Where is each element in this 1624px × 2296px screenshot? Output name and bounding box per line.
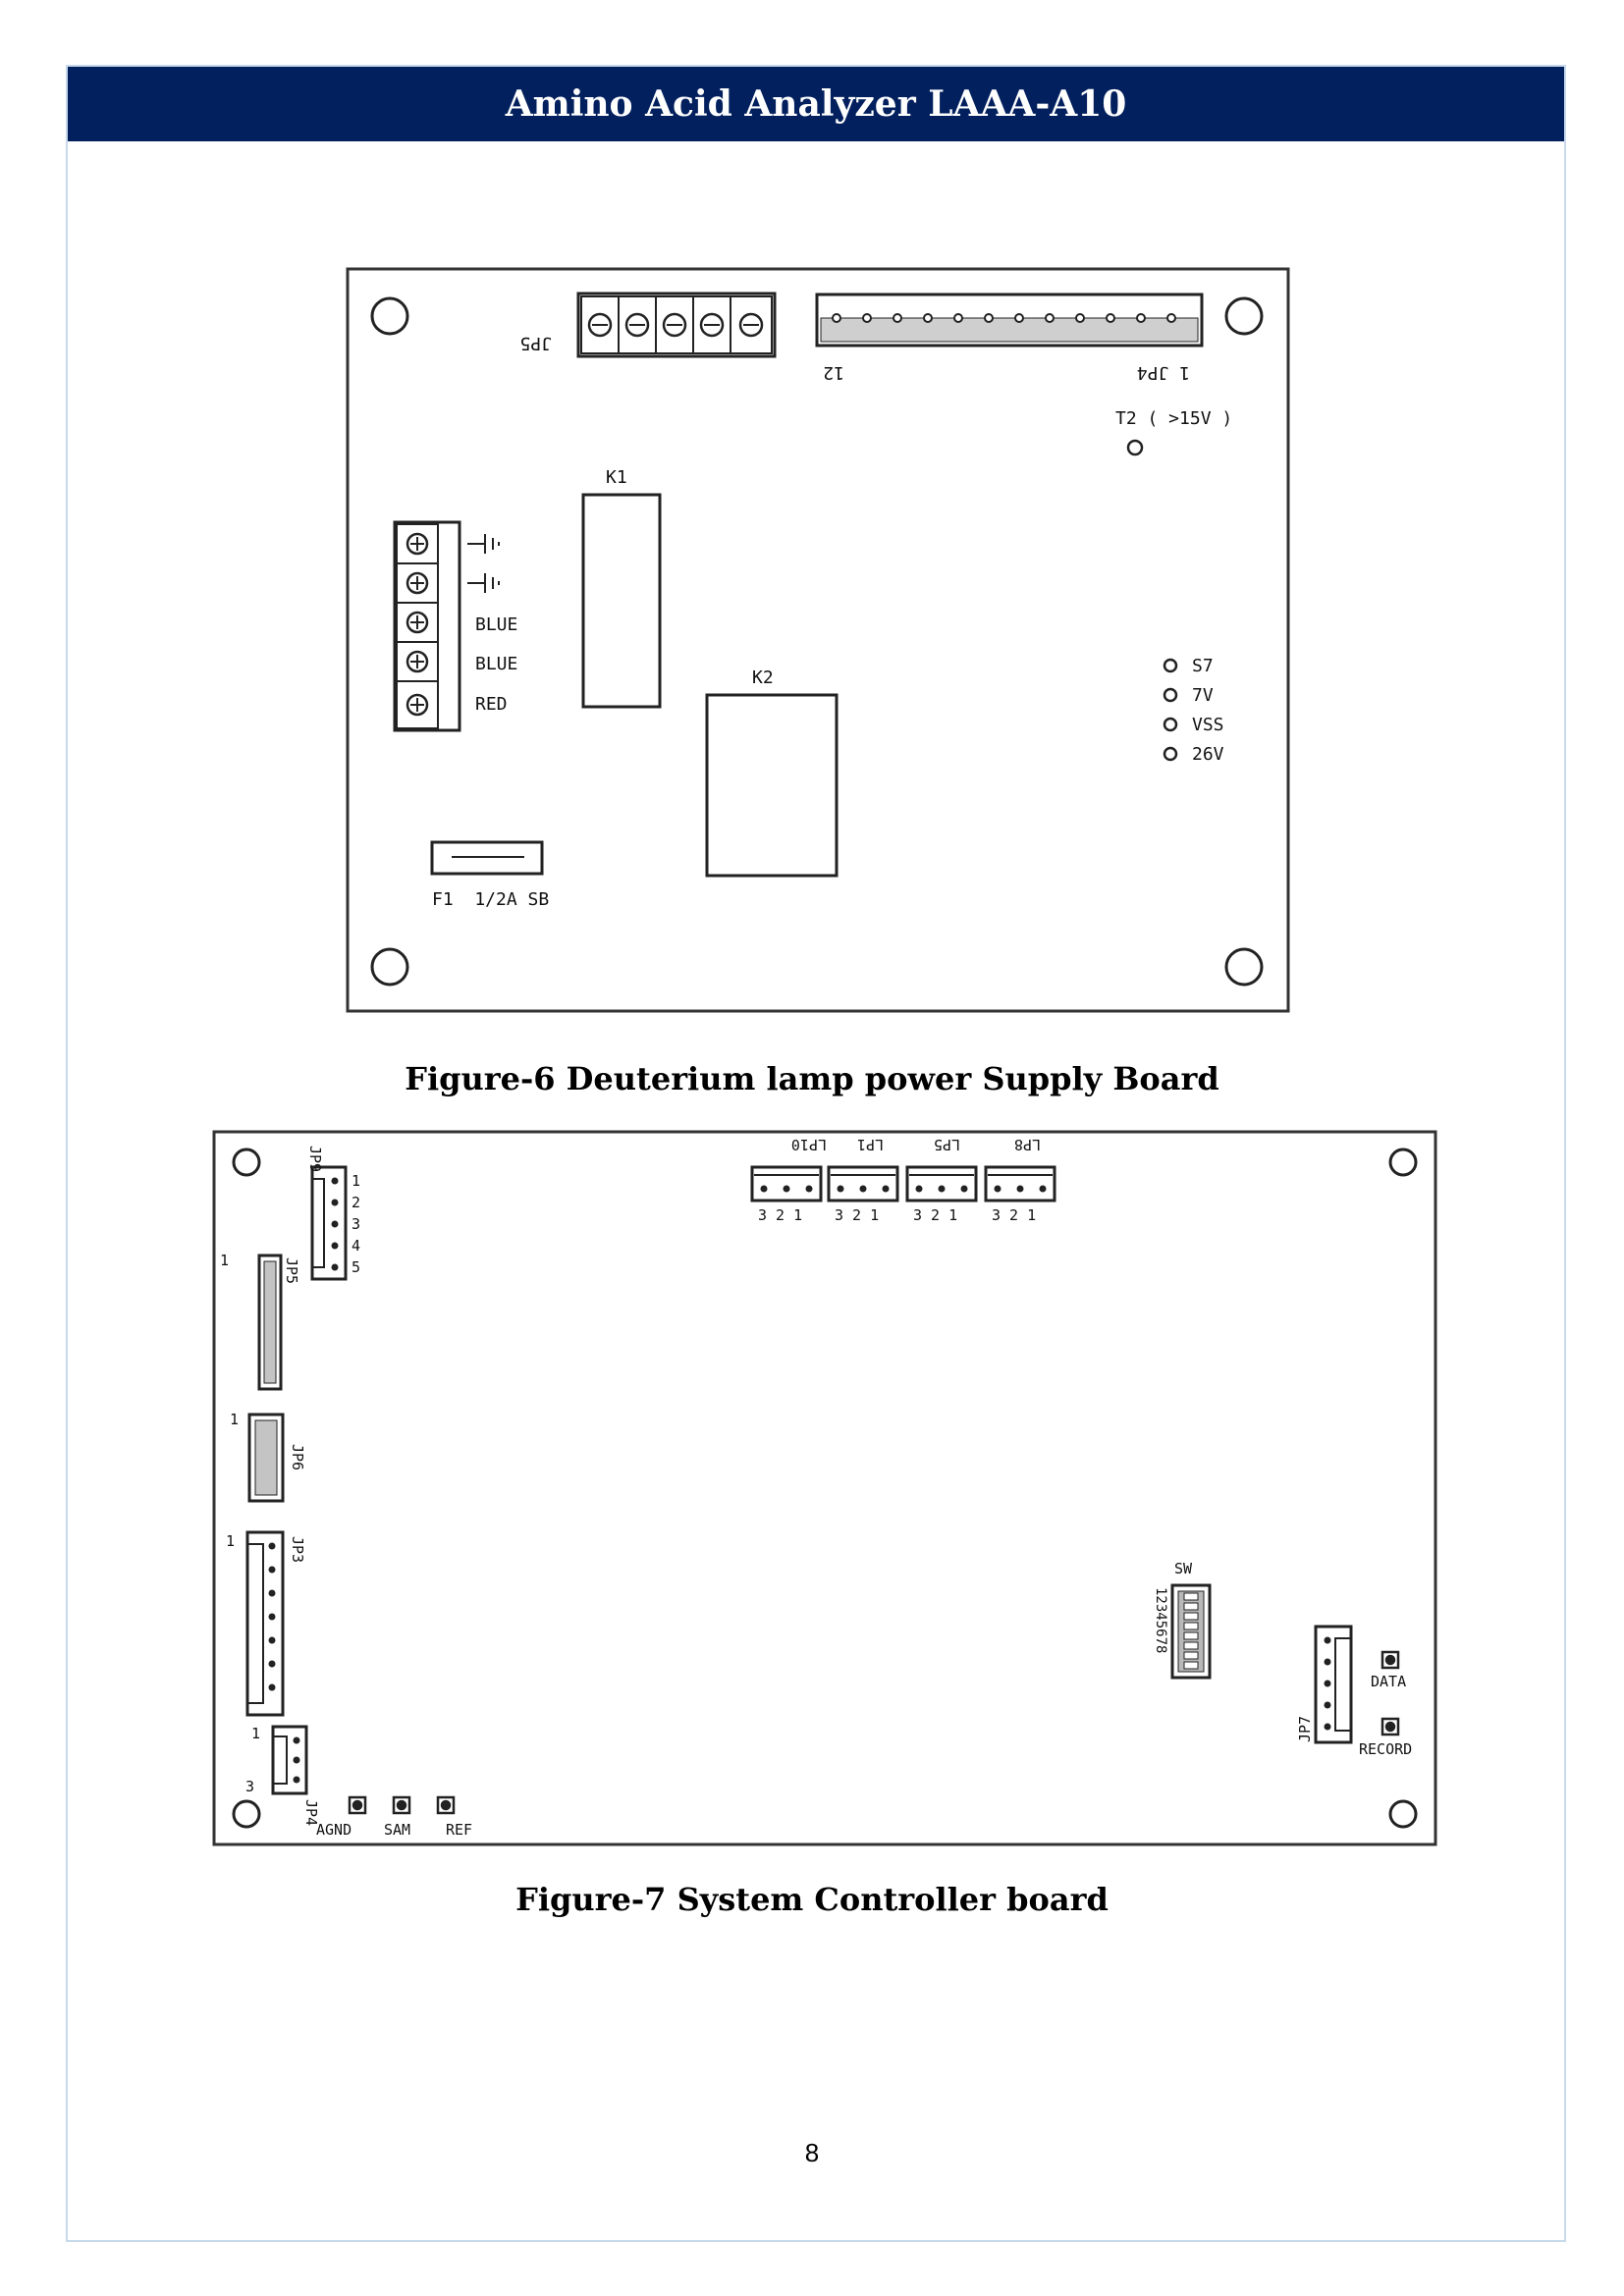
26v-test-point	[1163, 746, 1178, 762]
lamp-symbol-icon	[467, 534, 500, 554]
agnd-test-point	[348, 1795, 367, 1815]
page-number: 8	[804, 2138, 820, 2167]
lp1-connector	[827, 1165, 899, 1202]
k1-relay	[581, 493, 662, 709]
jp9-pin-4: 4	[352, 1237, 360, 1255]
s7-test-point	[1163, 658, 1178, 673]
lp10-pin-labels: 3 2 1	[758, 1206, 802, 1224]
data-test-point	[1380, 1650, 1400, 1670]
system-controller-board-diagram: JP9 1 2 3 4 5 1 JP5 1 JP6 1 JP3 1 3	[212, 1130, 1437, 1848]
jp9-label: JP9	[306, 1146, 324, 1172]
mounting-hole	[370, 296, 409, 336]
jp4-label: JP4	[302, 1799, 320, 1826]
jp9-pin-5: 5	[352, 1258, 360, 1276]
jp9-pin-3: 3	[352, 1215, 360, 1233]
jp9-pin-1: 1	[352, 1172, 360, 1190]
7v-test-point	[1163, 687, 1178, 703]
power-terminal-block	[393, 520, 461, 732]
page-border	[66, 65, 1566, 2242]
mounting-hole	[1388, 1799, 1418, 1829]
record-test-point	[1380, 1717, 1400, 1736]
fuse-label: F1 1/2A SB	[432, 889, 549, 910]
jp9-connector	[310, 1165, 348, 1281]
lamp-symbol-icon	[467, 573, 500, 593]
jp5-label: JP5	[519, 333, 552, 353]
mounting-hole	[1224, 947, 1264, 987]
jp9-pin-2: 2	[352, 1194, 360, 1211]
jp4-pin3-label: 3	[245, 1778, 254, 1795]
lp5-pin-labels: 3 2 1	[913, 1206, 957, 1224]
deuterium-lamp-board-diagram: JP5 12 1 JP4 T2 ( >15V ) K1 K2	[346, 267, 1292, 1015]
mounting-hole	[232, 1148, 261, 1177]
agnd-label: AGND	[316, 1821, 352, 1839]
jp6-pin1-label: 1	[230, 1411, 239, 1428]
record-label: RECORD	[1359, 1740, 1412, 1758]
jp4-pin1-label: 1 JP4	[1137, 362, 1190, 383]
ref-test-point	[436, 1795, 456, 1815]
k1-label: K1	[606, 467, 627, 488]
jp4-connector	[271, 1725, 308, 1795]
jp5-connector	[257, 1254, 283, 1391]
document-title: Amino Acid Analyzer LAAA-A10	[505, 83, 1127, 125]
ref-label: REF	[446, 1821, 472, 1839]
figure-7-caption: Figure-7 System Controller board	[515, 1881, 1109, 1918]
jp6-label: JP6	[289, 1444, 306, 1470]
mounting-hole	[370, 947, 409, 987]
mounting-hole	[1224, 296, 1264, 336]
lp8-connector	[984, 1165, 1056, 1202]
pin-12-label: 12	[823, 362, 844, 383]
k2-label: K2	[752, 667, 774, 688]
t2-label: T2 ( >15V )	[1115, 408, 1232, 429]
jp7-label: JP7	[1296, 1716, 1314, 1742]
lp1-pin-labels: 3 2 1	[835, 1206, 879, 1224]
jp4-pin1-label: 1	[251, 1725, 260, 1742]
jp6-connector	[247, 1413, 285, 1503]
jp7-connector	[1314, 1625, 1353, 1744]
jp5-terminal-block	[576, 292, 777, 358]
jp5-pin1-label: 1	[220, 1252, 229, 1269]
vss-test-point	[1163, 717, 1178, 732]
k2-relay	[705, 693, 839, 878]
jp3-pin1-label: 1	[226, 1532, 235, 1550]
lp8-label: LP8	[1014, 1136, 1041, 1153]
t2-test-point	[1126, 439, 1144, 456]
lp8-pin-labels: 3 2 1	[992, 1206, 1036, 1224]
figure-6-caption: Figure-6 Deuterium lamp power Supply Boa…	[405, 1060, 1219, 1097]
blue-terminal-label-2: BLUE	[475, 654, 517, 674]
lp5-label: LP5	[934, 1136, 960, 1153]
sw-label: SW	[1174, 1560, 1193, 1577]
7v-label: 7V	[1192, 685, 1214, 706]
jp4-connector	[815, 293, 1204, 347]
mounting-hole	[1388, 1148, 1418, 1177]
s7-label: S7	[1192, 656, 1214, 676]
jp3-connector	[245, 1530, 285, 1717]
data-label: DATA	[1371, 1673, 1406, 1690]
vss-label: VSS	[1192, 715, 1224, 735]
26v-label: 26V	[1192, 744, 1224, 765]
lp10-connector	[750, 1165, 823, 1202]
blue-terminal-label-1: BLUE	[475, 614, 517, 635]
lp5-connector	[905, 1165, 978, 1202]
red-terminal-label: RED	[475, 694, 508, 715]
jp5-label: JP5	[283, 1257, 300, 1284]
lp10-label: LP10	[791, 1136, 827, 1153]
sw-dip-switch	[1170, 1583, 1212, 1680]
sw-pin-labels: 12345678	[1153, 1587, 1168, 1653]
lp1-label: LP1	[857, 1136, 884, 1153]
jp3-label: JP3	[289, 1536, 306, 1563]
sam-label: SAM	[384, 1821, 410, 1839]
header-bar: Amino Acid Analyzer LAAA-A10	[68, 67, 1564, 141]
sam-test-point	[392, 1795, 411, 1815]
mounting-hole	[232, 1799, 261, 1829]
